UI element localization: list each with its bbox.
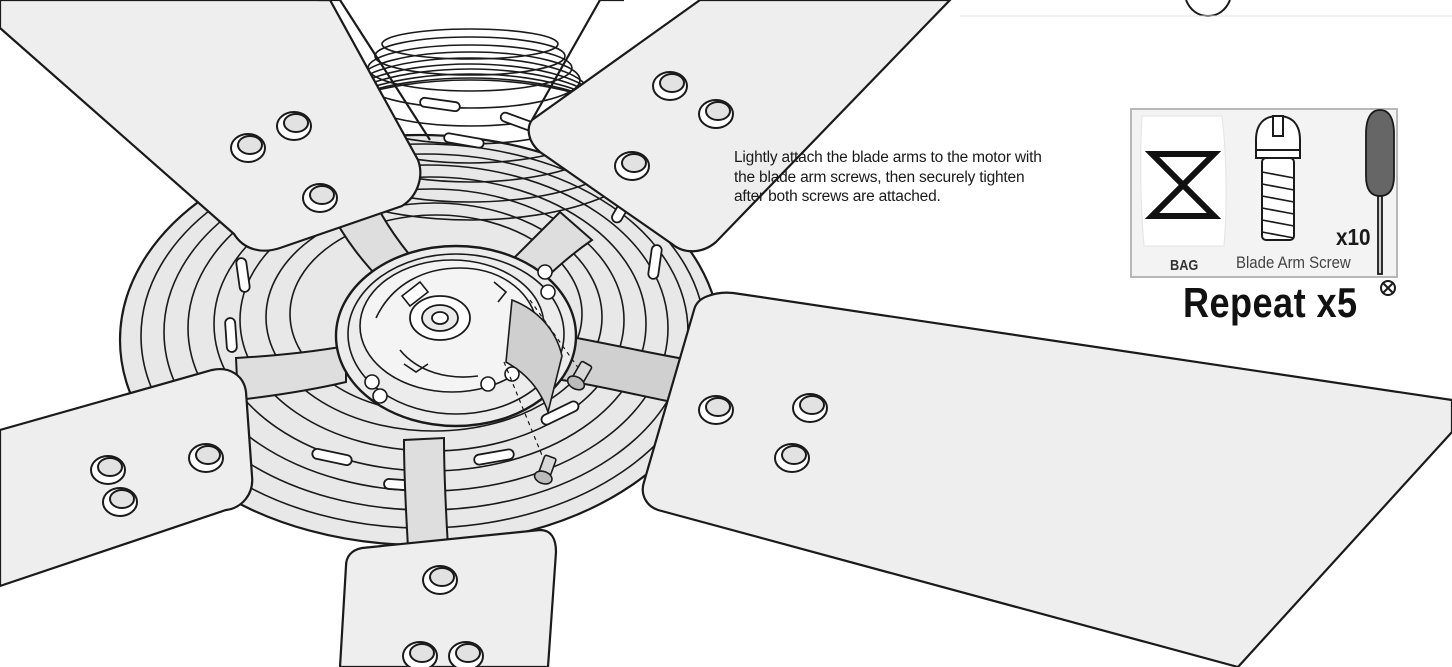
blade-arm-screw xyxy=(533,360,593,485)
callout-circle-fragment xyxy=(1185,0,1231,18)
instruction-text: Lightly attach the blade arms to the mot… xyxy=(734,148,1104,207)
bag-label: BAG xyxy=(1170,257,1199,274)
quantity-label: x10 xyxy=(1336,224,1371,250)
instruction-line-2: the blade arm screws, then securely tigh… xyxy=(734,168,1025,186)
instruction-line-1: Lightly attach the blade arms to the mot… xyxy=(734,149,1042,166)
motor-hub xyxy=(334,244,585,471)
blade-mounting-holes xyxy=(90,71,828,667)
instruction-line-3: after both screws are attached. xyxy=(734,188,941,205)
repeat-label: Repeat x5 xyxy=(1183,279,1358,326)
screw-name-label: Blade Arm Screw xyxy=(1236,253,1351,272)
